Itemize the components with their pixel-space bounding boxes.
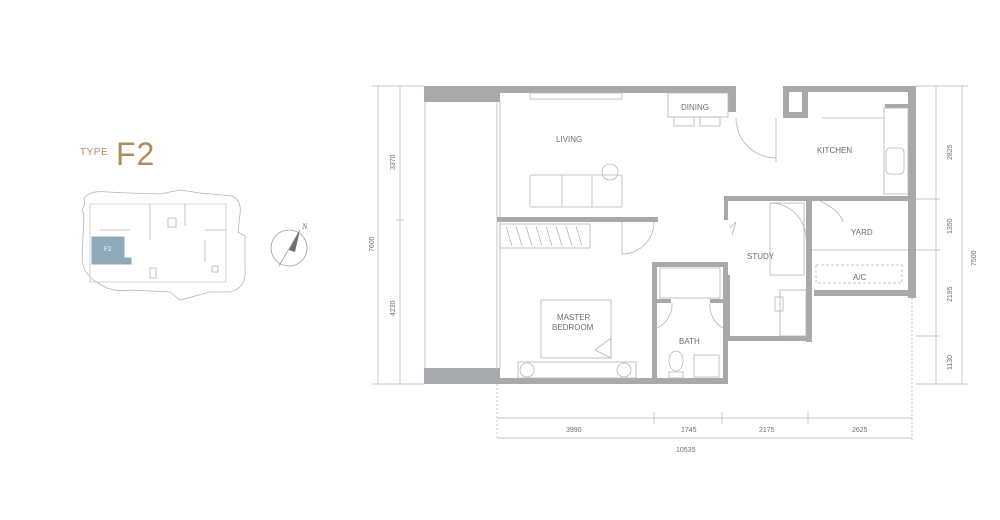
compass-needle-icon (289, 230, 300, 252)
room-label-dining: DINING (681, 103, 709, 112)
room-label-master-bedroom-line1: MASTER (557, 313, 591, 322)
unit-type-label: TYPE (80, 147, 109, 158)
dimension-bottom-2: 1745 (681, 427, 697, 434)
dimension-bottom-4: 2625 (852, 427, 868, 434)
key-plan-highlight: F2 (91, 236, 132, 265)
dimension-bottom-3: 2175 (759, 427, 775, 434)
dimension-left-upper: 3370 (390, 154, 397, 170)
dimension-right-4: 1130 (947, 355, 954, 370)
unit-type-code: F2 (116, 136, 156, 172)
room-label-ac: A/C (853, 273, 867, 282)
room-label-master-bedroom-line2: BEDROOM (552, 323, 594, 332)
dimension-bottom-1: 3990 (566, 427, 582, 434)
room-label-living: LIVING (556, 135, 582, 144)
walls (424, 86, 916, 384)
room-label-kitchen: KITCHEN (817, 146, 852, 155)
dimension-left-total: 7600 (369, 236, 376, 252)
key-plan (81, 189, 246, 301)
dimension-right-3: 2195 (947, 286, 954, 302)
room-label-yard: YARD (851, 228, 873, 237)
room-label-bath: BATH (679, 337, 700, 346)
dimension-right-total: 7500 (971, 250, 978, 266)
dimension-right-2: 1350 (947, 218, 954, 234)
compass-north-label: N (301, 222, 308, 231)
room-label-study: STUDY (747, 252, 775, 261)
dimension-left-lower: 4230 (390, 300, 397, 316)
fixtures (424, 92, 909, 379)
dimension-bottom-total: 10535 (676, 447, 696, 454)
north-compass: N (270, 222, 308, 267)
dimension-right-1: 2825 (947, 144, 954, 160)
key-plan-highlight-label: F2 (104, 246, 112, 253)
dimension-lines (372, 85, 968, 440)
